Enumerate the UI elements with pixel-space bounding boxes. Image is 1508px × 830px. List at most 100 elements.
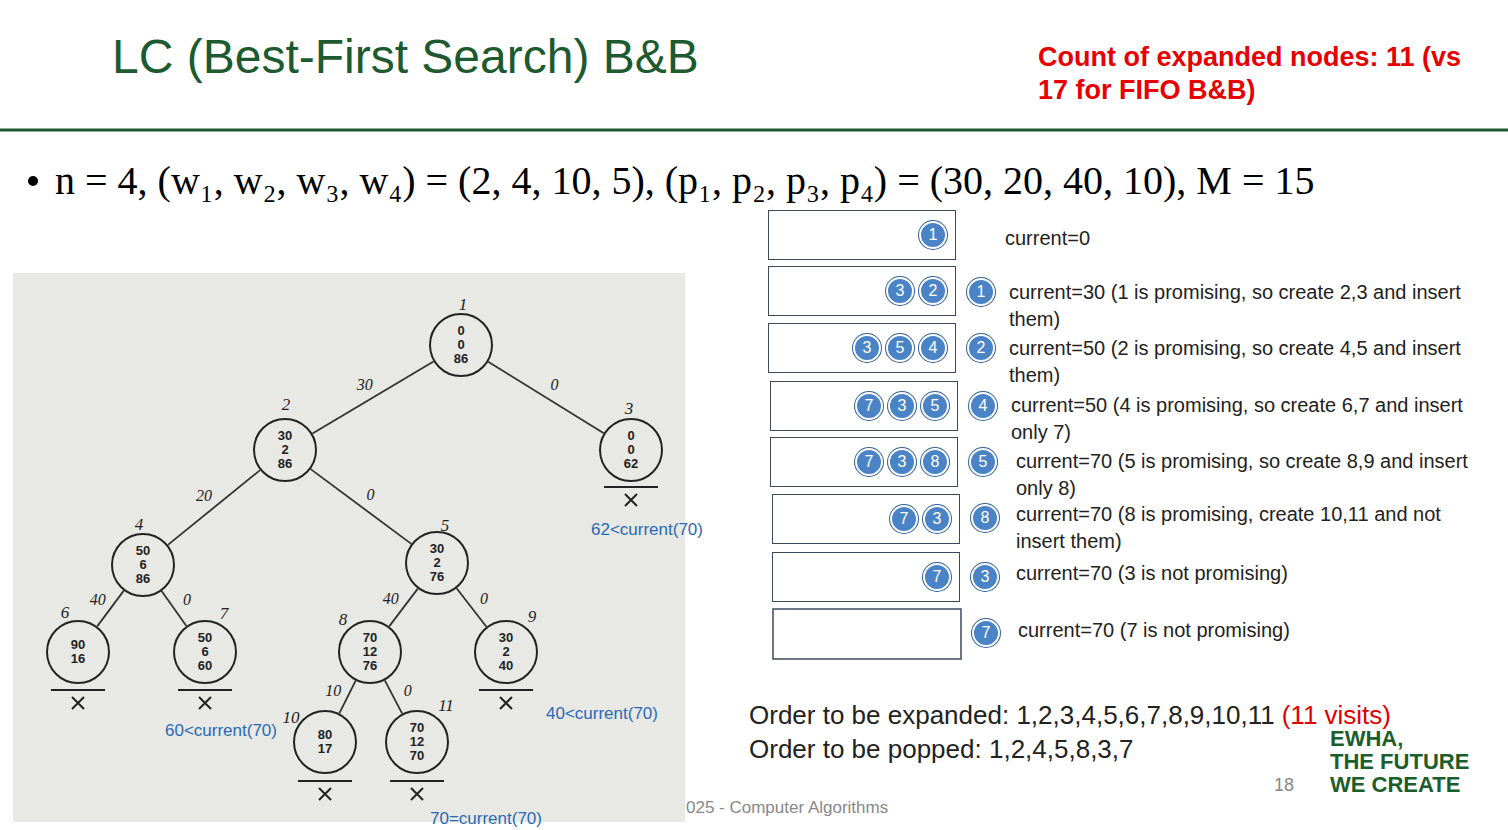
node-values: 80 17 (318, 728, 332, 756)
node-values: 0 0 86 (454, 324, 468, 366)
tree-edge (385, 680, 402, 713)
circle-number: 4 (979, 398, 988, 414)
queue-circle: 5 (969, 448, 997, 476)
node-values: 30 2 86 (278, 429, 292, 471)
prune-note: 70=current(70) (430, 809, 542, 829)
tree-node: 450 6 86 (111, 533, 175, 597)
circle-number: 3 (896, 283, 905, 299)
node-number: 7 (220, 605, 229, 623)
step-note: current=0 (1005, 225, 1465, 252)
tree-node: 30 0 62 (599, 418, 663, 482)
node-number: 1 (459, 296, 468, 314)
edge-label: 30 (355, 375, 375, 392)
circle-number: 1 (929, 227, 938, 243)
tree-node: 10 0 86 (429, 313, 493, 377)
circle-number: 7 (900, 511, 909, 527)
node-values: 50 6 60 (198, 631, 212, 673)
tree-node: 230 2 86 (253, 418, 317, 482)
step-note: current=70 (5 is promising, so create 8,… (1016, 448, 1476, 502)
edge-label: 40 (88, 590, 108, 607)
prune-bar (604, 486, 658, 488)
node-number: 4 (135, 516, 144, 534)
queue-box: 35 4 (768, 323, 956, 373)
expanded-count-note: Count of expanded nodes: 11 (vs 17 for F… (1038, 41, 1468, 107)
prune-cross (411, 788, 423, 800)
queue-circle: 7 (855, 448, 883, 476)
queue-box: 73 (772, 494, 960, 544)
node-values: 50 6 86 (136, 544, 150, 586)
circle-number: 5 (896, 340, 905, 356)
circle-number: 3 (898, 398, 907, 414)
node-number: 5 (441, 517, 450, 535)
circle-number: 4 (929, 340, 938, 356)
circle-number: 2 (977, 340, 986, 356)
circle-number: 3 (933, 511, 942, 527)
prune-cross (199, 697, 211, 709)
step-note: current=70 (7 is not promising) (1018, 617, 1478, 644)
tree-node: 690 16 (46, 620, 110, 684)
step-note: current=70 (3 is not promising) (1016, 560, 1476, 587)
step-note: current=30 (1 is promising, so create 2,… (1009, 279, 1469, 333)
pruned-marks (51, 487, 658, 800)
logo-text: EWHA, (1330, 728, 1403, 750)
circle-number: 5 (931, 398, 940, 414)
prune-note: 60<current(70) (165, 721, 277, 741)
queue-circle: 3 (888, 448, 916, 476)
queue-box: 1 (768, 210, 956, 260)
queue-circle: 2 (919, 277, 947, 305)
edge-label: 10 (323, 681, 343, 698)
queue-box: 7 (772, 552, 960, 602)
queue-circle: 7 (923, 563, 951, 591)
parameters: n = 4, (w₁, w₂, w₃, w₄) = (2, 4, 10, 5),… (55, 149, 1405, 212)
tree-edge (488, 362, 604, 433)
queue-circle: 3 (923, 505, 951, 533)
edge-label: 0 (365, 485, 377, 502)
queue-circle: 4 (919, 334, 947, 362)
node-number: 6 (61, 604, 70, 622)
prune-cross (625, 494, 637, 506)
queue-circle: 3 (886, 277, 914, 305)
order-text: Order to be popped: 1,2,4,5,8,3,7 (749, 734, 1134, 764)
queue-circle: 8 (921, 448, 949, 476)
queue-circle: 5 (921, 392, 949, 420)
node-number: 2 (282, 396, 291, 414)
circle-number: 1 (977, 284, 986, 300)
edge-label: 0 (478, 589, 490, 606)
node-values: 90 16 (71, 638, 85, 666)
node-values: 30 2 40 (499, 631, 513, 673)
node-values: 70 12 70 (410, 721, 424, 763)
queue-circle: 3 (888, 392, 916, 420)
tree-node: 1170 12 70 (385, 710, 449, 774)
queue-circle: 1 (967, 278, 995, 306)
prune-note: 62<current(70) (591, 520, 703, 540)
circle-number: 7 (982, 625, 991, 641)
circle-number: 7 (865, 398, 874, 414)
title-rule (0, 129, 1508, 132)
tree-edge (313, 361, 434, 433)
visit-count: (11 visits) (1282, 700, 1391, 730)
queue-circle: 2 (967, 334, 995, 362)
circle-number: 2 (929, 283, 938, 299)
tree-node: 930 2 40 (474, 620, 538, 684)
queue-circle: 5 (886, 334, 914, 362)
edge-label: 0 (181, 591, 193, 608)
tree-edge (311, 469, 412, 544)
order-text: Order to be expanded: 1,2,3,4,5,6,7,8,9,… (749, 700, 1275, 730)
circle-number: 8 (931, 454, 940, 470)
circle-number: 5 (979, 454, 988, 470)
edge-label: 20 (194, 487, 214, 504)
queue-box: 32 (768, 266, 956, 316)
footer-text: 025 - Computer Algorithms (686, 798, 888, 818)
prune-bar (178, 689, 232, 691)
bullet (28, 176, 38, 186)
tree-node: 870 12 76 (338, 620, 402, 684)
circle-number: 7 (865, 454, 874, 470)
node-number: 3 (625, 400, 634, 418)
queue-circle: 3 (971, 563, 999, 591)
tree-node: 530 2 76 (405, 531, 469, 595)
queue-circle: 3 (853, 334, 881, 362)
node-values: 30 2 76 (430, 542, 444, 584)
circle-number: 8 (981, 510, 990, 526)
edge-label: 0 (548, 375, 560, 392)
prune-cross (319, 788, 331, 800)
